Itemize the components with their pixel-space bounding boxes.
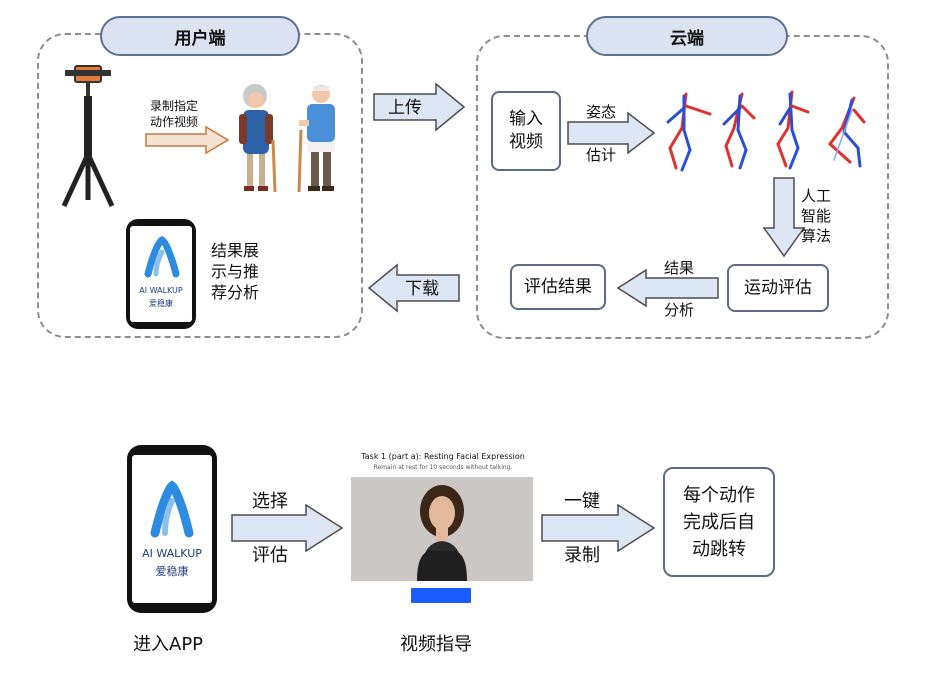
upload-arrow bbox=[373, 82, 466, 132]
evaluate-label: 评估 bbox=[252, 545, 288, 566]
one-click-label: 一键 bbox=[564, 491, 600, 512]
result-analysis-arrow bbox=[616, 268, 719, 308]
record-arrow bbox=[145, 125, 230, 155]
pose-label-top: 姿态 bbox=[586, 103, 617, 121]
ai-algorithm-arrow bbox=[762, 177, 806, 258]
app-logo-icon bbox=[144, 236, 180, 278]
download-label: 下载 bbox=[405, 279, 439, 299]
auto-jump-box: 每个动作 完成后自 动跳转 bbox=[663, 467, 775, 577]
pose-label-bottom: 估计 bbox=[586, 146, 617, 164]
presenter-illustration bbox=[351, 477, 533, 581]
ai-algorithm-label: 人工 智能 算法 bbox=[801, 187, 832, 245]
one-click-record-arrow bbox=[541, 503, 656, 553]
video-task-subtitle: Remain at rest for 10 seconds without ta… bbox=[373, 464, 513, 471]
upload-label: 上传 bbox=[388, 98, 422, 118]
result-label-bottom: 分析 bbox=[664, 301, 695, 319]
app-logo-icon-large bbox=[150, 480, 194, 538]
video-guide-frame bbox=[351, 477, 533, 581]
result-label-top: 结果 bbox=[664, 259, 695, 277]
tripod-phone-icon bbox=[61, 65, 115, 208]
video-guide-label: 视频指导 bbox=[400, 634, 472, 655]
app-phone-small: AI WALKUP 爱稳康 bbox=[126, 219, 196, 329]
app-phone-large: AI WALKUP 爱稳康 bbox=[127, 445, 217, 613]
download-arrow bbox=[367, 263, 460, 313]
eval-result-box: 评估结果 bbox=[510, 264, 606, 310]
start-video-button[interactable] bbox=[411, 588, 471, 603]
motion-eval-box: 运动评估 bbox=[727, 264, 829, 312]
client-title: 用户端 bbox=[100, 16, 300, 56]
enter-app-label: 进入APP bbox=[133, 634, 204, 655]
app-logo-cn: 爱稳康 bbox=[149, 299, 173, 308]
cloud-title: 云端 bbox=[586, 16, 788, 56]
results-label: 结果展 示与推 荐分析 bbox=[211, 241, 260, 302]
app-logo-text-large: AI WALKUP bbox=[142, 547, 202, 560]
record-label-bottom: 录制 bbox=[564, 545, 600, 566]
input-video-box: 输入视频 bbox=[491, 91, 561, 171]
pose-skeletons-illustration bbox=[666, 90, 866, 172]
select-evaluate-arrow bbox=[231, 503, 344, 553]
app-logo-text: AI WALKUP bbox=[139, 286, 183, 295]
record-label: 录制指定 动作视频 bbox=[150, 99, 199, 129]
pose-estimation-arrow bbox=[567, 111, 656, 155]
elderly-people-illustration bbox=[239, 84, 335, 193]
select-label: 选择 bbox=[252, 491, 288, 512]
app-logo-cn-large: 爱稳康 bbox=[155, 565, 189, 578]
video-task-title: Task 1 (part a): Resting Facial Expressi… bbox=[361, 452, 525, 461]
